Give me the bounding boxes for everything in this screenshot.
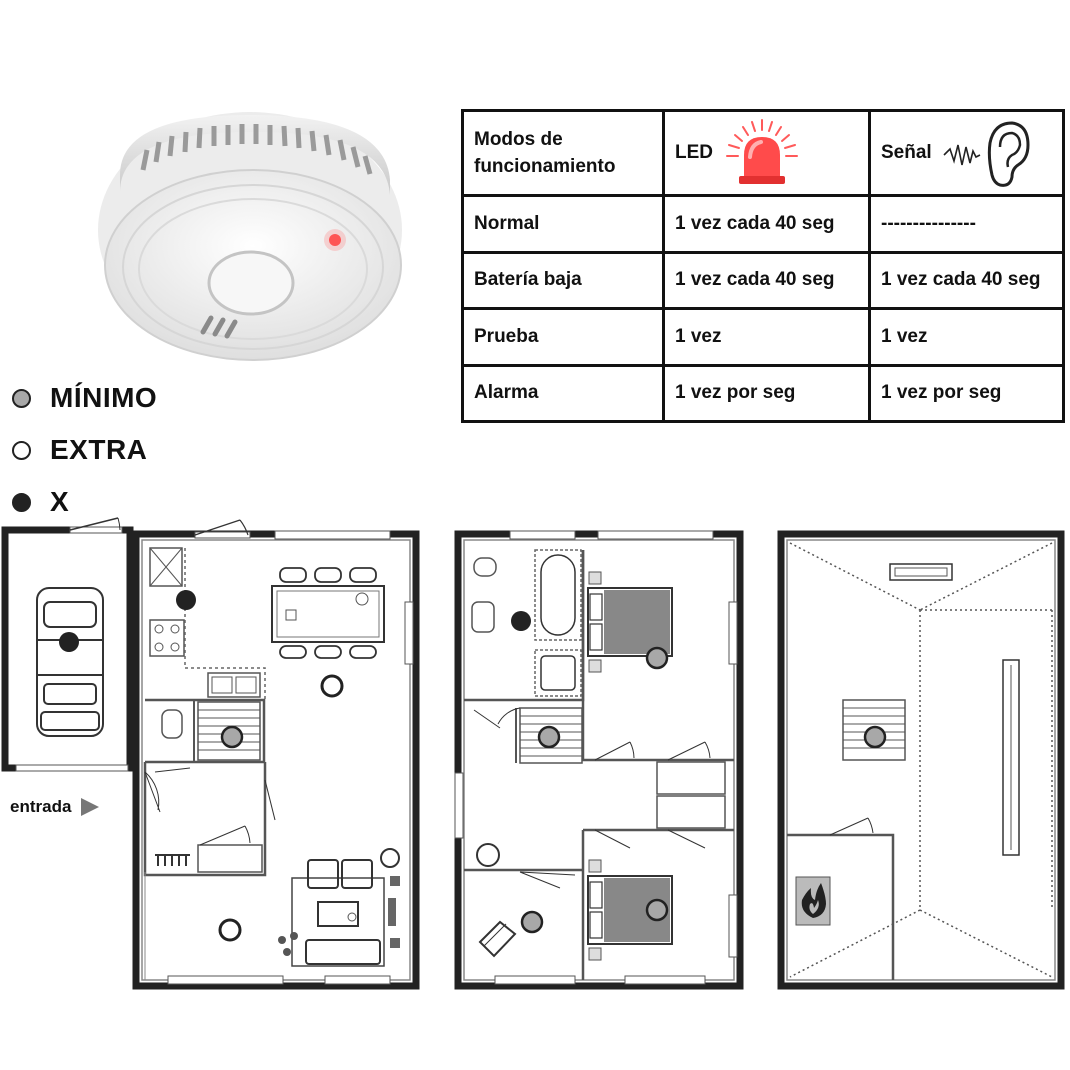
mode-cell: Normal (461, 194, 665, 254)
mode-cell: Batería baja (461, 250, 665, 310)
white-dot-icon (12, 440, 31, 460)
led-cell: 1 vez cada 40 seg (662, 194, 871, 254)
attic-plan (777, 530, 1065, 990)
detector-extra-marker (218, 918, 242, 942)
detector-minimo-marker (645, 898, 669, 922)
detector-minimo-marker (863, 725, 887, 749)
header-modes-line2: funcionamiento (474, 156, 616, 177)
header-led-cell: LED (662, 109, 871, 197)
red-siren-icon (726, 119, 798, 184)
smoke-detector-image (98, 112, 402, 361)
header-led-label: LED (675, 142, 713, 163)
detector-markers (59, 590, 887, 942)
led-cell: 1 vez cada 40 seg (662, 250, 871, 310)
fire-icon (795, 876, 831, 926)
detector-x-marker (176, 590, 196, 610)
table-row: Normal 1 vez cada 40 seg --------------- (461, 194, 1065, 254)
header-signal-label: Señal (881, 142, 932, 163)
legend-label: MÍNIMO (50, 382, 158, 413)
operating-modes-table: Modos de funcionamiento LED (461, 109, 1065, 423)
first-floor-plan (454, 530, 744, 990)
detector-x-marker (511, 611, 531, 631)
legend-item-minimo: MÍNIMO (12, 372, 157, 424)
detector-minimo-marker (220, 725, 244, 749)
black-dot-icon (12, 492, 31, 512)
legend-label: X (50, 486, 70, 517)
signal-cell: 1 vez cada 40 seg (868, 250, 1065, 310)
mode-cell: Prueba (461, 307, 665, 367)
detector-minimo-marker (537, 725, 561, 749)
table-row: Prueba 1 vez 1 vez (461, 307, 1065, 367)
detector-x-marker (59, 632, 79, 652)
led-cell: 1 vez (662, 307, 871, 367)
led-cell: 1 vez por seg (662, 363, 871, 423)
entrance-marker: entrada (10, 796, 101, 818)
signal-cell: 1 vez (868, 307, 1065, 367)
signal-cell: 1 vez por seg (868, 363, 1065, 423)
table-header-row: Modos de funcionamiento LED (461, 109, 1065, 197)
placement-legend: MÍNIMO EXTRA X (12, 372, 157, 528)
detector-minimo-marker (645, 646, 669, 670)
mode-cell: Alarma (461, 363, 665, 423)
ground-floor-plan (132, 519, 420, 990)
legend-label: EXTRA (50, 434, 148, 465)
garage-plan (1, 517, 134, 772)
car-icon (36, 587, 104, 737)
header-signal-cell: Señal (868, 109, 1065, 197)
floor-plans (1, 517, 1065, 990)
table-row: Batería baja 1 vez cada 40 seg 1 vez cad… (461, 250, 1065, 310)
entrance-label: entrada (10, 797, 72, 816)
header-modes-line1: Modos de (474, 129, 563, 150)
detector-extra-marker (320, 674, 344, 698)
header-modes-cell: Modos de funcionamiento (461, 109, 665, 197)
grey-dot-icon (12, 388, 31, 408)
play-arrow-icon (81, 798, 100, 816)
legend-item-x: X (12, 476, 157, 528)
table-row: Alarma 1 vez por seg 1 vez por seg (461, 363, 1065, 423)
ear-sound-icon (943, 121, 1030, 187)
signal-cell: --------------- (868, 194, 1065, 254)
legend-item-extra: EXTRA (12, 424, 157, 476)
detector-minimo-marker (520, 910, 544, 934)
